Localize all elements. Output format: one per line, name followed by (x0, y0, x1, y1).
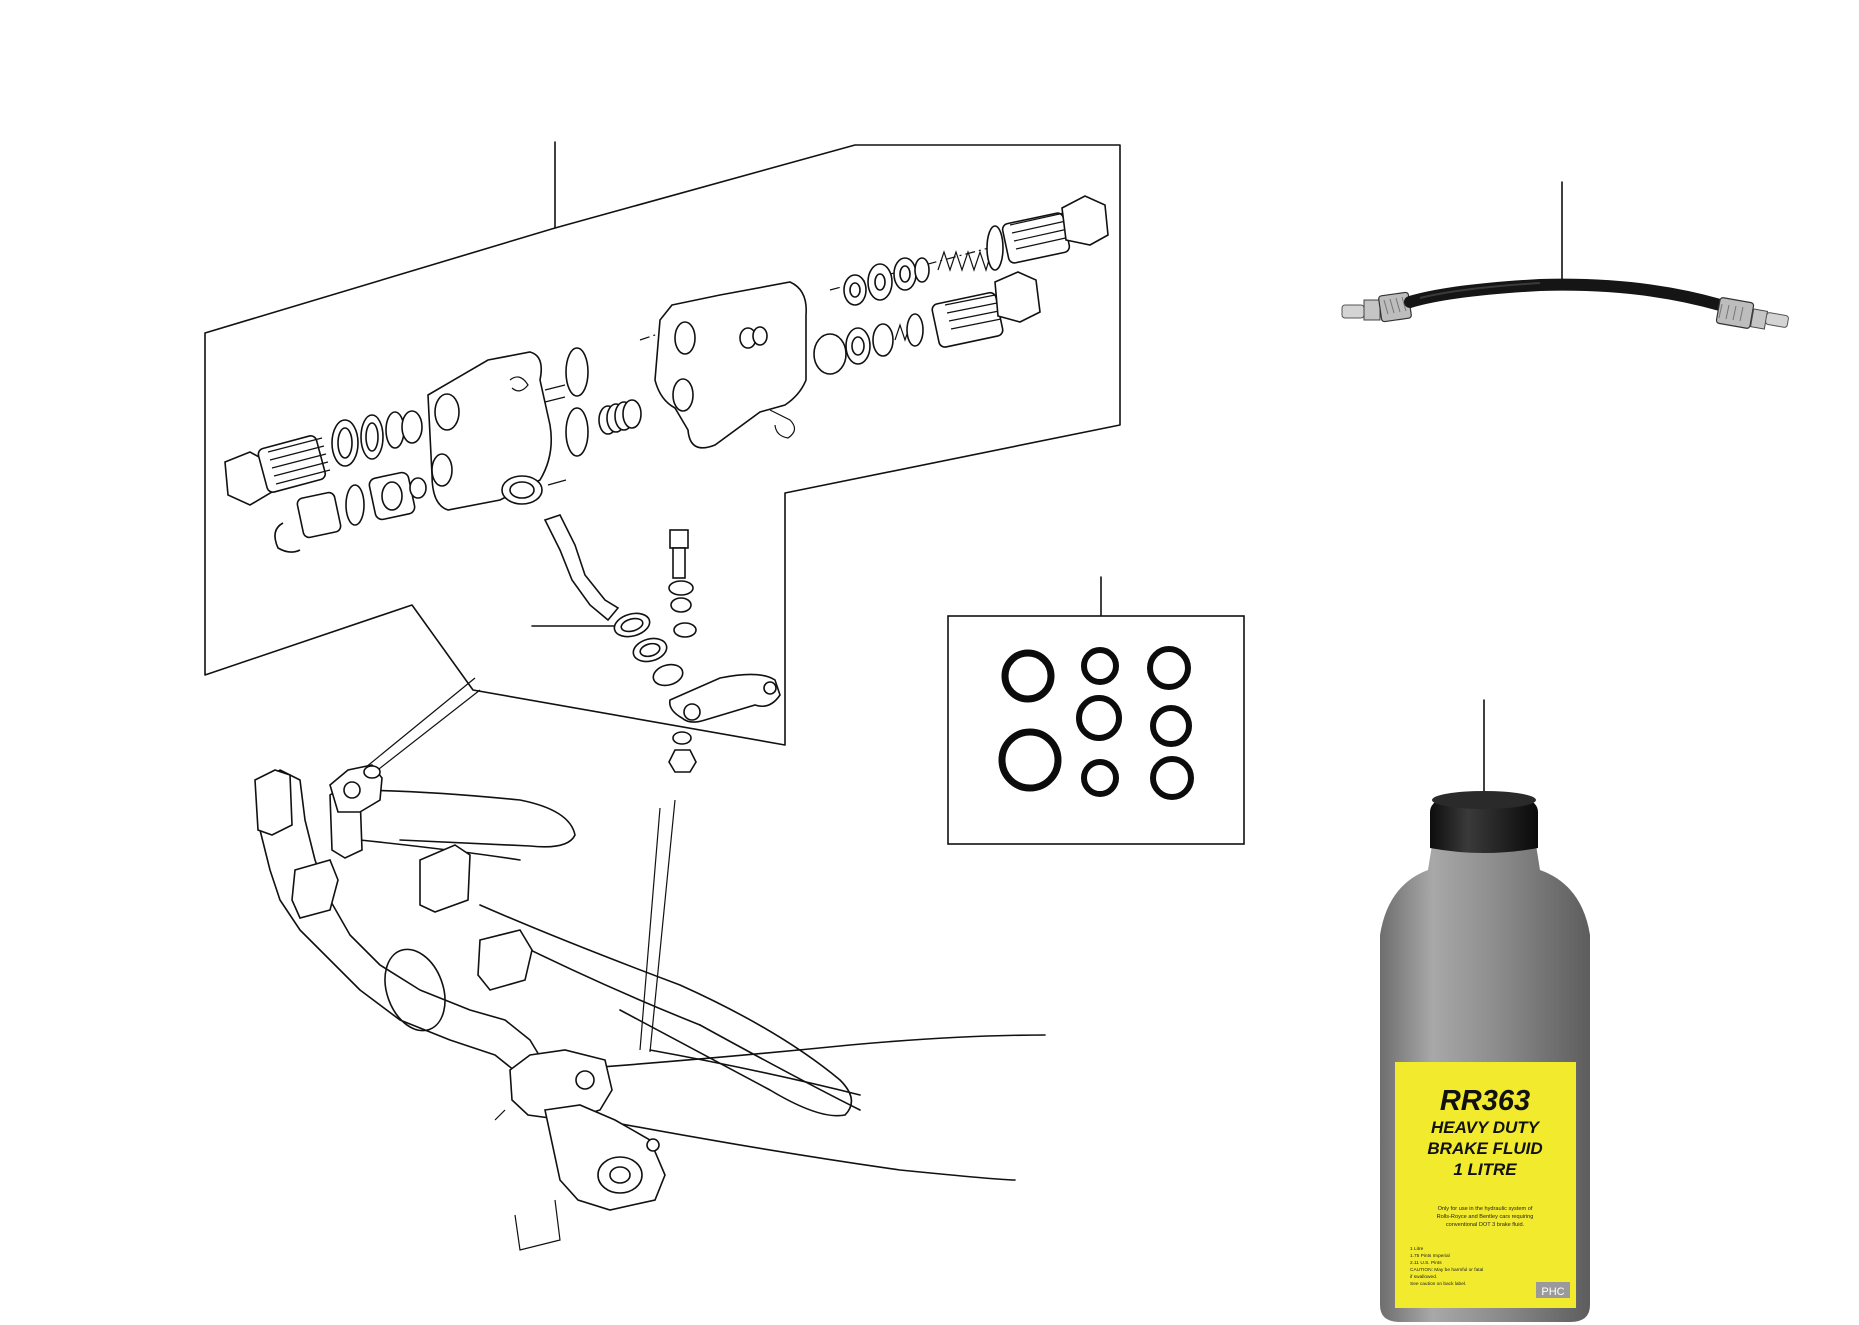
product-code: RR363 (1440, 1085, 1530, 1117)
brand-logo: PHC (1541, 1286, 1564, 1298)
product-line-2: BRAKE FLUID (1427, 1139, 1542, 1158)
subframe-sketch (254, 677, 1046, 1251)
small-line-5: if swallowed. (1410, 1274, 1437, 1280)
brake-valve-exploded-icon (204, 144, 1121, 773)
usage-line-2: Rolls-Royce and Bentley cars requiring (1437, 1214, 1534, 1220)
brake-fluid-bottle-icon (1380, 791, 1590, 1322)
small-line-1: 1 Litre (1410, 1246, 1424, 1252)
product-line-3: 1 LITRE (1453, 1160, 1517, 1179)
product-line-1: HEAVY DUTY (1431, 1118, 1541, 1137)
o-ring-seal-kit-icon (947, 615, 1245, 845)
small-line-2: 1.75 Pints Imperial (1410, 1253, 1450, 1259)
bottle-label: RR363 HEAVY DUTY BRAKE FLUID 1 LITRE Onl… (1410, 1085, 1565, 1298)
small-line-6: See caution on back label. (1410, 1281, 1466, 1287)
small-line-4: CAUTION: May be harmful or fatal (1410, 1267, 1483, 1273)
usage-line-3: conventional DOT 3 brake fluid. (1446, 1222, 1525, 1228)
leader-lines (531, 141, 1563, 801)
small-line-3: 2.11 U.S. Pints (1410, 1260, 1442, 1266)
usage-line-1: Only for use in the hydraulic system of (1438, 1206, 1533, 1212)
brake-hose-icon (1341, 278, 1789, 330)
